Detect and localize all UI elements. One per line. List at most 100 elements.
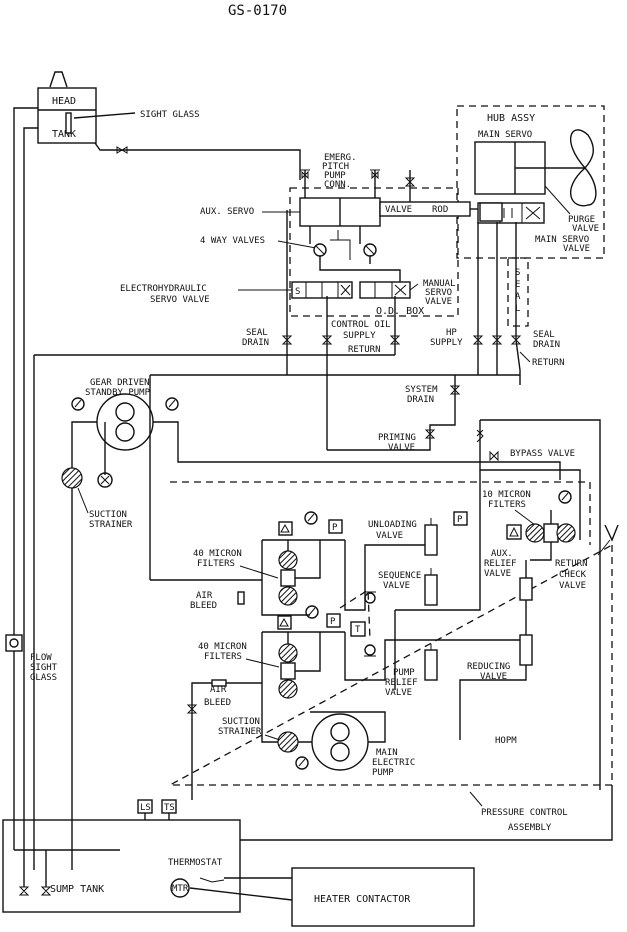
return-check-label-2: CHECK — [559, 570, 587, 580]
hopm-label: HOPM — [495, 736, 517, 746]
suction-strainer-bottom-label-2: STRAINER — [218, 727, 262, 737]
gauge-icon — [558, 490, 572, 504]
seal-letter-l: L — [515, 304, 520, 314]
sequence-valve — [424, 574, 438, 606]
air-bleed-lower-label-1: AIR — [210, 685, 227, 695]
hub-assy-boundary — [456, 105, 605, 259]
pressure-switch-p-label: P — [457, 515, 463, 525]
sump-tank-label: SUMP TANK — [50, 884, 104, 895]
forty-micron-upper-label-2: FILTERS — [197, 559, 235, 569]
heater-contactor — [291, 867, 475, 927]
pressure-switch-p-label: P — [330, 617, 336, 627]
reducing-valve-label-1: REDUCING — [467, 662, 510, 672]
four-way-valves-label: 4 WAY VALVES — [200, 236, 265, 246]
main-servo-valve-label-1: MAIN SERVO — [535, 235, 589, 245]
head-tank-valve-icon — [116, 146, 128, 154]
purge-valve-label-2: VALVE — [572, 224, 599, 234]
drawing-number: GS-0170 — [228, 3, 287, 19]
seal-drain-right-label-1: SEAL — [533, 330, 555, 340]
seal-drain-right-label-2: DRAIN — [533, 340, 560, 350]
flow-sight-glass — [5, 634, 23, 652]
flow-sight-glass-label-3: GLASS — [30, 673, 57, 683]
emerg-label-4: CONN. — [324, 180, 351, 190]
reducing-valve-label-2: VALVE — [480, 672, 507, 682]
main-servo-label: MAIN SERVO — [478, 130, 532, 140]
ten-micron-label-1: 10 MICRON — [482, 490, 531, 500]
forty-micron-filter — [278, 550, 298, 570]
electrohydraulic-label-2: SERVO VALVE — [150, 295, 210, 305]
unloading-valve-label-1: UNLOADING — [368, 520, 417, 530]
suction-strainer-bottom-label-1: SUCTION — [222, 717, 260, 727]
emerg-label-2: PITCH — [322, 162, 349, 172]
forty-micron-lower-label-1: 40 MICRON — [198, 642, 247, 652]
seal-letter-s: S — [515, 268, 520, 278]
heater-motor — [170, 878, 190, 898]
air-bleed-upper-label-2: BLEED — [190, 601, 217, 611]
air-bleed-lower-label-2: BLEED — [204, 698, 231, 708]
main-electric-pump-label-1: MAIN — [376, 748, 398, 758]
heater-contactor-label: HEATER CONTACTOR — [314, 894, 411, 905]
gauge-icon — [295, 756, 309, 770]
aux-relief-label-1: AUX. — [491, 549, 513, 559]
control-oil-label-1: CONTROL OIL — [331, 320, 391, 330]
aux-relief-valve — [519, 577, 533, 601]
priming-valve-label-1: PRIMING — [378, 433, 416, 443]
od-box-label: O.D. BOX — [376, 306, 424, 317]
unloading-valve — [424, 524, 438, 556]
control-oil-label-2: SUPPLY — [343, 331, 376, 341]
hp-supply-label-1: HP — [446, 328, 457, 338]
tank-label: TANK — [52, 129, 76, 140]
suction-strainer-label-2: STRAINER — [89, 520, 133, 530]
reducing-valve — [519, 634, 533, 666]
pressure-switch-p — [453, 511, 468, 526]
ten-micron-label-2: FILTERS — [488, 500, 526, 510]
gauge-icon — [304, 511, 318, 525]
return-check-label-3: VALVE — [559, 581, 586, 591]
aux-relief-label-2: RELIEF — [484, 559, 517, 569]
temperature-switch-label: TS — [164, 803, 175, 813]
suction-strainer-bottom — [277, 731, 299, 753]
gauge-icon — [71, 397, 85, 411]
sight-glass-label: SIGHT GLASS — [140, 110, 200, 120]
sequence-valve-label-1: SEQUENCE — [378, 571, 421, 581]
pump-relief-valve — [424, 649, 438, 681]
sequence-valve-label-2: VALVE — [383, 581, 410, 591]
main-electric-pump — [311, 713, 369, 771]
main-servo-valve-label-2: VALVE — [563, 244, 590, 254]
gauge-icon — [305, 605, 319, 619]
rod-label: ROD — [432, 205, 448, 215]
gear-pump-label-2: STANDBY PUMP — [85, 388, 151, 398]
valve-label: VALVE — [385, 205, 412, 215]
main-electric-pump-label-2: ELECTRIC — [372, 758, 415, 768]
bypass-valve-label: BYPASS VALVE — [510, 449, 575, 459]
seal-letter-a: A — [515, 292, 521, 302]
manual-servo-label-2: SERVO — [425, 288, 452, 298]
ten-micron-filter-right — [556, 523, 576, 543]
emerg-label-3: PUMP — [324, 171, 346, 181]
purge-valve-label-1: PURGE — [568, 215, 595, 225]
ten-micron-filter-left — [525, 523, 545, 543]
flow-sight-glass-label-1: FLOW — [30, 653, 52, 663]
seal-drain-left-label-1: SEAL — [246, 328, 268, 338]
pressure-switch-p-label: P — [332, 523, 338, 533]
main-electric-pump-label-3: PUMP — [372, 768, 394, 778]
air-bleed-upper-label-1: AIR — [196, 591, 213, 601]
forty-micron-lower-label-2: FILTERS — [204, 652, 242, 662]
aux-servo-label: AUX. SERVO — [200, 207, 254, 217]
head-label: HEAD — [52, 96, 76, 107]
pressure-switch-p — [326, 613, 341, 628]
temperature-switch-t-label: T — [355, 625, 361, 635]
flow-sight-glass-label-2: SIGHT — [30, 663, 58, 673]
priming-valve-label-2: VALVE — [388, 443, 415, 453]
temperature-switch-t — [350, 621, 366, 637]
servo-valve-s: S — [295, 287, 300, 297]
head-tank: HEAD TANK — [37, 71, 97, 144]
seal-drain-left-label-2: DRAIN — [242, 338, 269, 348]
pump-relief-label-3: VALVE — [385, 688, 412, 698]
suction-strainer-top — [61, 467, 83, 489]
electrohydraulic-label-1: ELECTROHYDRAULIC — [120, 284, 207, 294]
gear-pump-label-1: GEAR DRIVEN — [90, 378, 150, 388]
forty-micron-filter — [278, 586, 298, 606]
return-check-label-1: RETURN — [555, 559, 588, 569]
